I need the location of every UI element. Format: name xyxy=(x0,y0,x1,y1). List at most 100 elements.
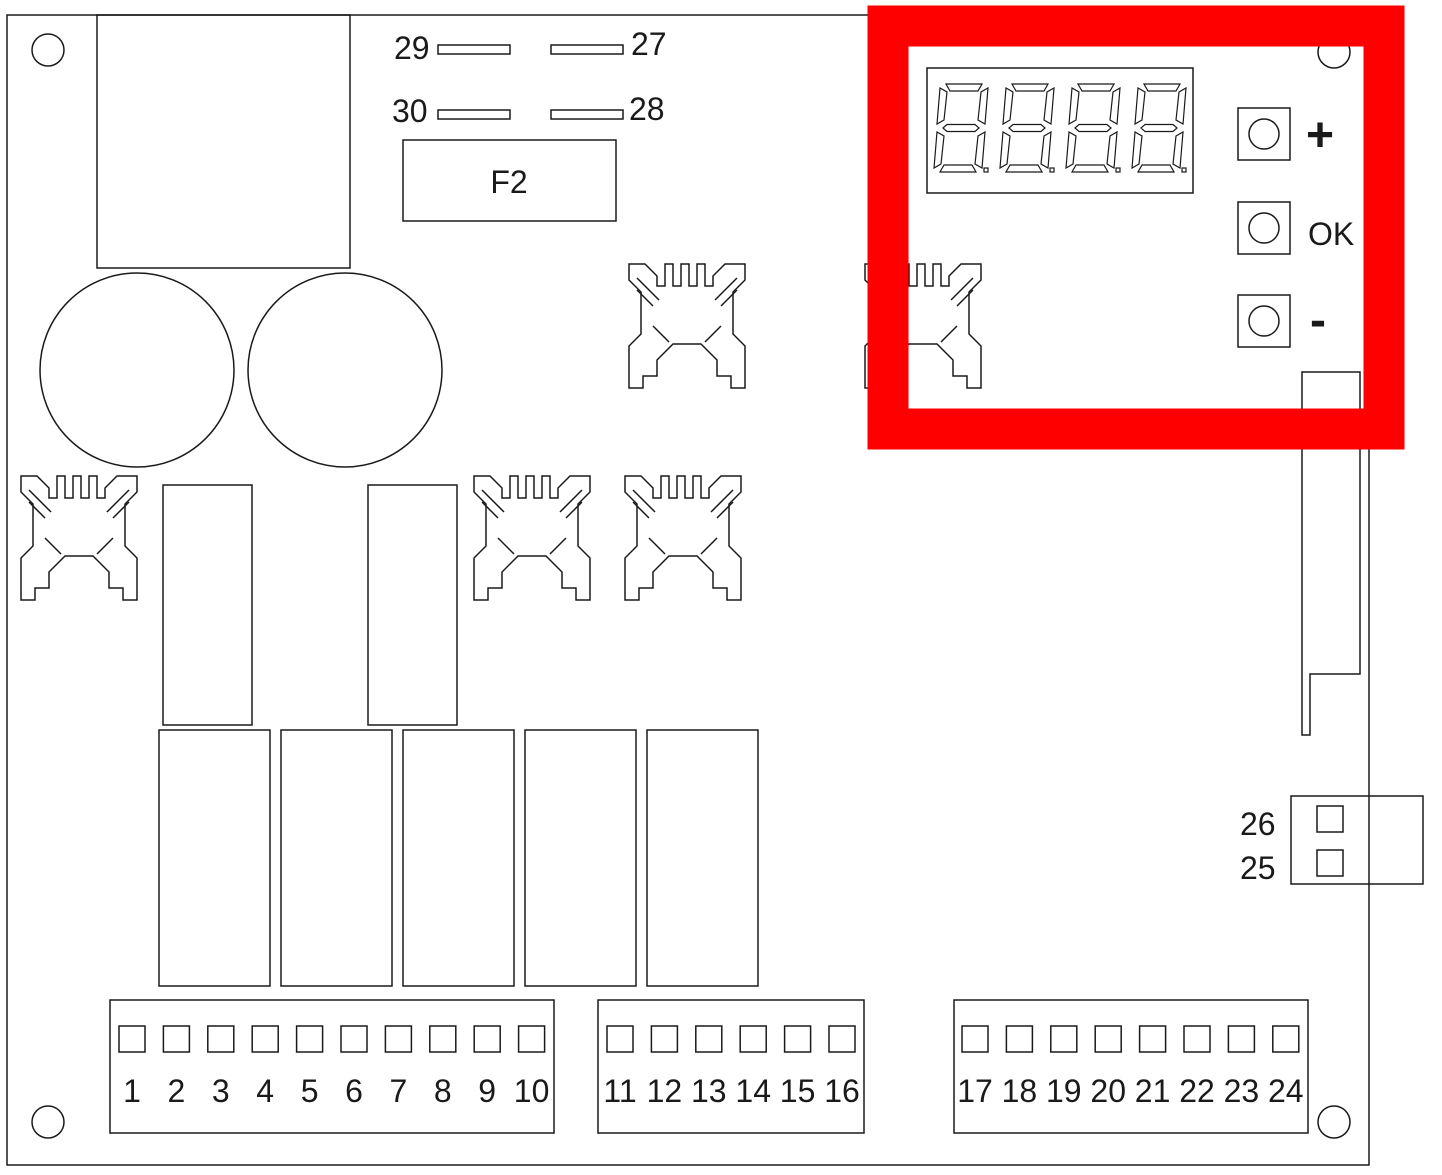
mounting-hole-bottom-left xyxy=(31,1105,65,1139)
spade-terminal-29 xyxy=(437,44,511,55)
display-segment xyxy=(936,87,948,126)
ok-button[interactable] xyxy=(1237,201,1291,255)
terminal-pin xyxy=(606,1025,634,1053)
display-segment xyxy=(1175,86,1187,125)
spade-terminal-28 xyxy=(550,109,624,120)
terminal-pin xyxy=(429,1025,457,1053)
mounting-hole-bottom-right xyxy=(1317,1105,1351,1139)
display-segment xyxy=(1068,87,1080,126)
display-decimal-point xyxy=(1181,167,1187,173)
terminal-number: 3 xyxy=(212,1073,230,1109)
terminal-number: 16 xyxy=(824,1073,860,1109)
terminal-pin xyxy=(1094,1025,1122,1053)
terminal-number: 8 xyxy=(434,1073,452,1109)
terminal-number: 20 xyxy=(1090,1073,1126,1109)
display-segment xyxy=(1010,83,1050,92)
heatsink-4 xyxy=(473,475,591,601)
display-segment xyxy=(1106,130,1118,169)
heatsink-5 xyxy=(624,475,742,601)
display-segment xyxy=(1070,164,1110,173)
terminal-pin xyxy=(783,1025,812,1053)
display-segment xyxy=(1002,87,1014,126)
terminal-pin xyxy=(162,1025,191,1053)
board-outline xyxy=(6,14,1370,1166)
capacitor-left xyxy=(39,272,235,468)
display-segment xyxy=(1109,86,1121,125)
terminal-pin xyxy=(295,1025,324,1053)
aux-label-25: 25 xyxy=(1240,850,1276,886)
display-segment xyxy=(938,164,978,173)
capacitor-right xyxy=(247,272,443,468)
heatsink-3 xyxy=(20,475,138,601)
terminal-block-3 xyxy=(953,999,1309,1134)
highlight-box xyxy=(867,5,1405,450)
terminal-number: 23 xyxy=(1224,1073,1260,1109)
relay-3 xyxy=(402,729,515,987)
display-segment xyxy=(1074,123,1112,133)
fuse-f2 xyxy=(402,139,617,222)
minus-button[interactable] xyxy=(1237,294,1291,348)
fuse-label: F2 xyxy=(490,164,527,200)
terminal-number: 21 xyxy=(1135,1073,1171,1109)
terminal-pin xyxy=(1227,1025,1256,1053)
terminal-label-30: 30 xyxy=(392,93,428,129)
terminal-number: 17 xyxy=(957,1073,993,1109)
spade-terminal-30 xyxy=(437,109,511,120)
display-segment xyxy=(942,123,980,133)
terminal-pin xyxy=(517,1025,546,1053)
spade-terminal-27 xyxy=(550,44,624,55)
terminal-pin xyxy=(828,1025,856,1053)
display-segment xyxy=(1008,123,1046,133)
display-decimal-point xyxy=(983,167,989,173)
terminal-number: 15 xyxy=(780,1073,816,1109)
relay-5 xyxy=(646,729,759,987)
display-segment xyxy=(1172,130,1184,169)
display-segment xyxy=(1131,131,1143,170)
display-segment xyxy=(933,131,945,170)
display-segment xyxy=(1134,87,1146,126)
ok-button-label: OK xyxy=(1308,216,1354,252)
display-segment xyxy=(1040,130,1052,169)
terminal-block-1 xyxy=(109,999,555,1134)
plus-button[interactable] xyxy=(1237,107,1291,161)
terminal-number: 5 xyxy=(301,1073,319,1109)
terminal-number: 4 xyxy=(256,1073,274,1109)
display-segment xyxy=(1043,86,1055,125)
display-decimal-point xyxy=(1115,167,1121,173)
display-segment xyxy=(977,86,989,125)
relay-1 xyxy=(158,729,271,987)
display-decimal-point xyxy=(1049,167,1055,173)
terminal-number: 2 xyxy=(168,1073,186,1109)
display-segment xyxy=(1065,131,1077,170)
display-segment xyxy=(1076,83,1116,92)
display-segment xyxy=(1136,164,1176,173)
terminal-pin xyxy=(251,1025,279,1053)
aux-pin-26 xyxy=(1316,805,1344,833)
terminal-number: 13 xyxy=(691,1073,727,1109)
terminal-number: 1 xyxy=(123,1073,141,1109)
aux-label-26: 26 xyxy=(1240,806,1276,842)
terminal-number: 14 xyxy=(735,1073,771,1109)
terminal-pin xyxy=(1005,1025,1034,1053)
terminal-pin xyxy=(1138,1025,1167,1053)
antenna-strip xyxy=(1301,371,1361,736)
heatsink-1 xyxy=(628,263,746,389)
display-segment xyxy=(974,130,986,169)
display-segment xyxy=(944,83,984,92)
terminal-pin xyxy=(739,1025,767,1053)
terminal-label-27: 27 xyxy=(631,26,667,62)
terminal-pin xyxy=(650,1025,679,1053)
plus-button-label: + xyxy=(1306,109,1334,162)
terminal-pin xyxy=(207,1025,235,1053)
terminal-number: 22 xyxy=(1179,1073,1215,1109)
component-tall-left xyxy=(162,484,253,726)
display-segment xyxy=(1004,164,1044,173)
seven-segment-display xyxy=(933,83,1187,173)
terminal-number: 6 xyxy=(345,1073,363,1109)
terminal-number: 11 xyxy=(603,1073,636,1109)
relay-4 xyxy=(524,729,637,987)
minus-button-label: - xyxy=(1310,294,1326,347)
terminal-block-2 xyxy=(597,999,865,1134)
